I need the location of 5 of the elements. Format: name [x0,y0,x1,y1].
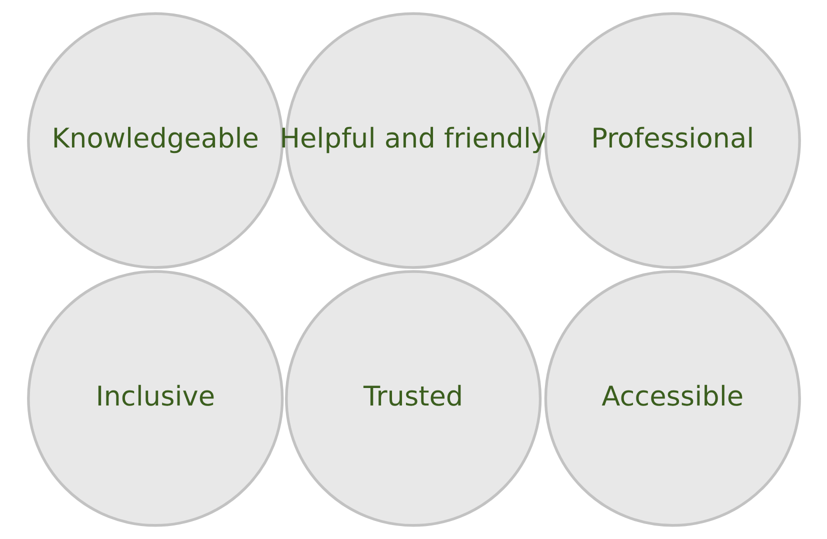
node-circle: Professional [544,12,800,269]
node-circle: Trusted [284,270,542,527]
node-circle: Knowledgeable [26,12,284,269]
node-circle: Inclusive [26,270,284,527]
node-circle: Accessible [544,270,800,527]
